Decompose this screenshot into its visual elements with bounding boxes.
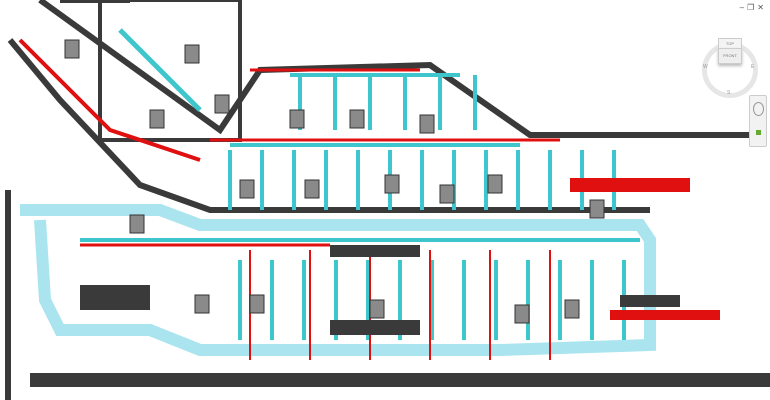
branch-duct [118,28,202,112]
window-controls: – ❐ ✕ [740,3,764,12]
duct-network [18,28,720,360]
close-button[interactable]: ✕ [757,3,764,12]
compass-west[interactable]: W [703,64,708,70]
vav-box [249,294,265,314]
vav-box [564,299,580,319]
vav-box [184,44,200,64]
vav-box [384,174,400,194]
steering-wheel-icon[interactable] [752,102,764,116]
equipment-units [64,39,680,335]
vav-box [439,184,455,204]
compass-east[interactable]: E [751,64,755,70]
vav-box [419,114,435,134]
structural-beam [620,295,680,307]
vav-box [239,179,255,199]
vav-box [514,304,530,324]
vav-box [304,179,320,199]
compass-south[interactable]: S [727,90,731,96]
vav-box [194,294,210,314]
vav-box [149,109,165,129]
main-supply-duct [20,204,656,356]
hot-water-pipe [18,38,201,162]
vav-box [487,174,503,194]
vav-box [589,199,605,219]
viewcube-front-face[interactable]: FRONT [718,48,742,64]
viewcube[interactable]: TOP FRONT W E S [702,38,762,102]
minimize-button[interactable]: – [739,3,745,12]
structural-beam [80,285,150,310]
vav-box [369,299,385,319]
structural-beam [330,320,420,335]
vav-box [214,94,230,114]
structural-beam [330,245,420,257]
vav-box [349,109,365,129]
vav-box [64,39,80,59]
vav-box [289,109,305,129]
vav-box [129,214,145,234]
restore-button[interactable]: ❐ [747,3,755,12]
navigation-bar[interactable] [749,95,767,147]
zoom-icon[interactable] [755,130,761,135]
